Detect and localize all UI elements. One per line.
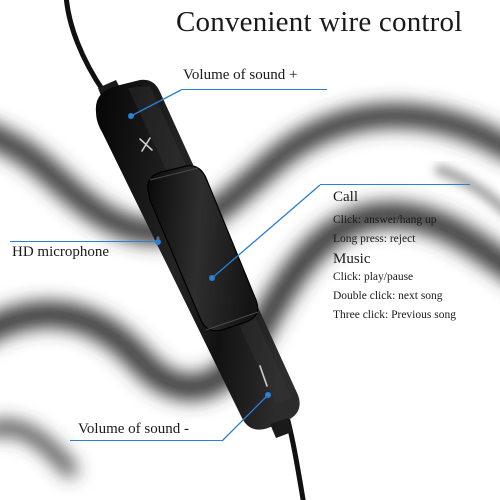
- label-volume-down: Volume of sound -: [78, 421, 189, 437]
- leader-volume-up: [181, 89, 327, 91]
- label-volume-up: Volume of sound +: [183, 67, 298, 83]
- music-heading: Music: [333, 251, 371, 267]
- remote-middle-button: [147, 165, 259, 332]
- label-hd-microphone: HD microphone: [12, 244, 110, 260]
- remote-control: [95, 79, 300, 438]
- leader-call: [320, 184, 470, 186]
- call-line-2: Long press: reject: [333, 233, 416, 245]
- minus-mark-icon: [259, 365, 268, 387]
- leader-diagonals: [130, 89, 321, 442]
- remote-strain-relief-bottom: [270, 418, 292, 438]
- call-line-1: Click: answer/hang up: [333, 214, 437, 226]
- music-line-1: Click: play/pause: [333, 271, 414, 283]
- page-title: Convenient wire control: [176, 6, 463, 38]
- leader-volume-down: [70, 440, 222, 442]
- music-line-3: Three click: Previous song: [333, 309, 456, 321]
- music-line-2: Double click: next song: [333, 290, 443, 302]
- call-heading: Call: [333, 189, 358, 205]
- microphone-hole: [156, 236, 160, 240]
- plus-mark-icon: [139, 137, 153, 152]
- leader-microphone: [10, 241, 158, 243]
